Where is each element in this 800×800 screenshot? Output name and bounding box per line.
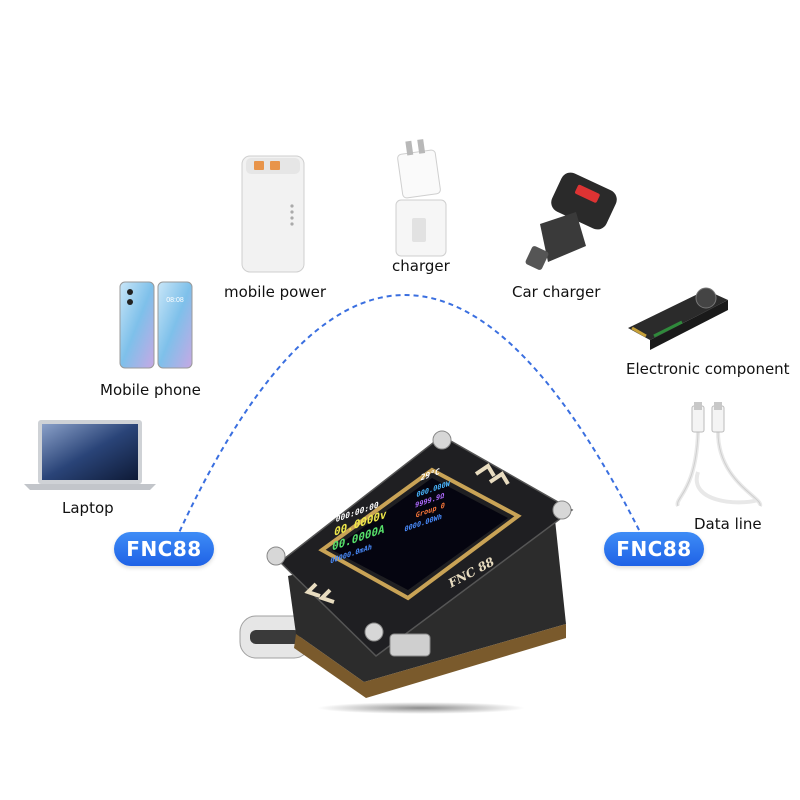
charger-icon [395,139,447,257]
car-charger-label: Car charger [512,283,601,301]
power-bank-icon [241,155,305,273]
data-line-icon [675,402,763,507]
car-charger-icon [525,172,617,270]
fnc88-badge-left: FNC88 [114,532,214,566]
mobile-phone-label: Mobile phone [100,381,201,399]
graphics-card-icon [628,287,728,350]
electronic-component-label: Electronic component [626,360,790,378]
device-shadow [316,702,526,714]
laptop-label: Laptop [62,499,114,517]
mobile-power-label: mobile power [224,283,327,301]
laptop-icon [24,420,156,490]
usb-meter-device [239,430,574,698]
charger-label: charger [392,257,450,275]
mobile-phone-icon: 08:08 [119,281,193,369]
svg-text:08:08: 08:08 [166,297,184,304]
temperature-readout: 29°C [419,466,441,483]
fnc88-badge-right: FNC88 [604,532,704,566]
data-line-label: Data line [694,515,762,533]
